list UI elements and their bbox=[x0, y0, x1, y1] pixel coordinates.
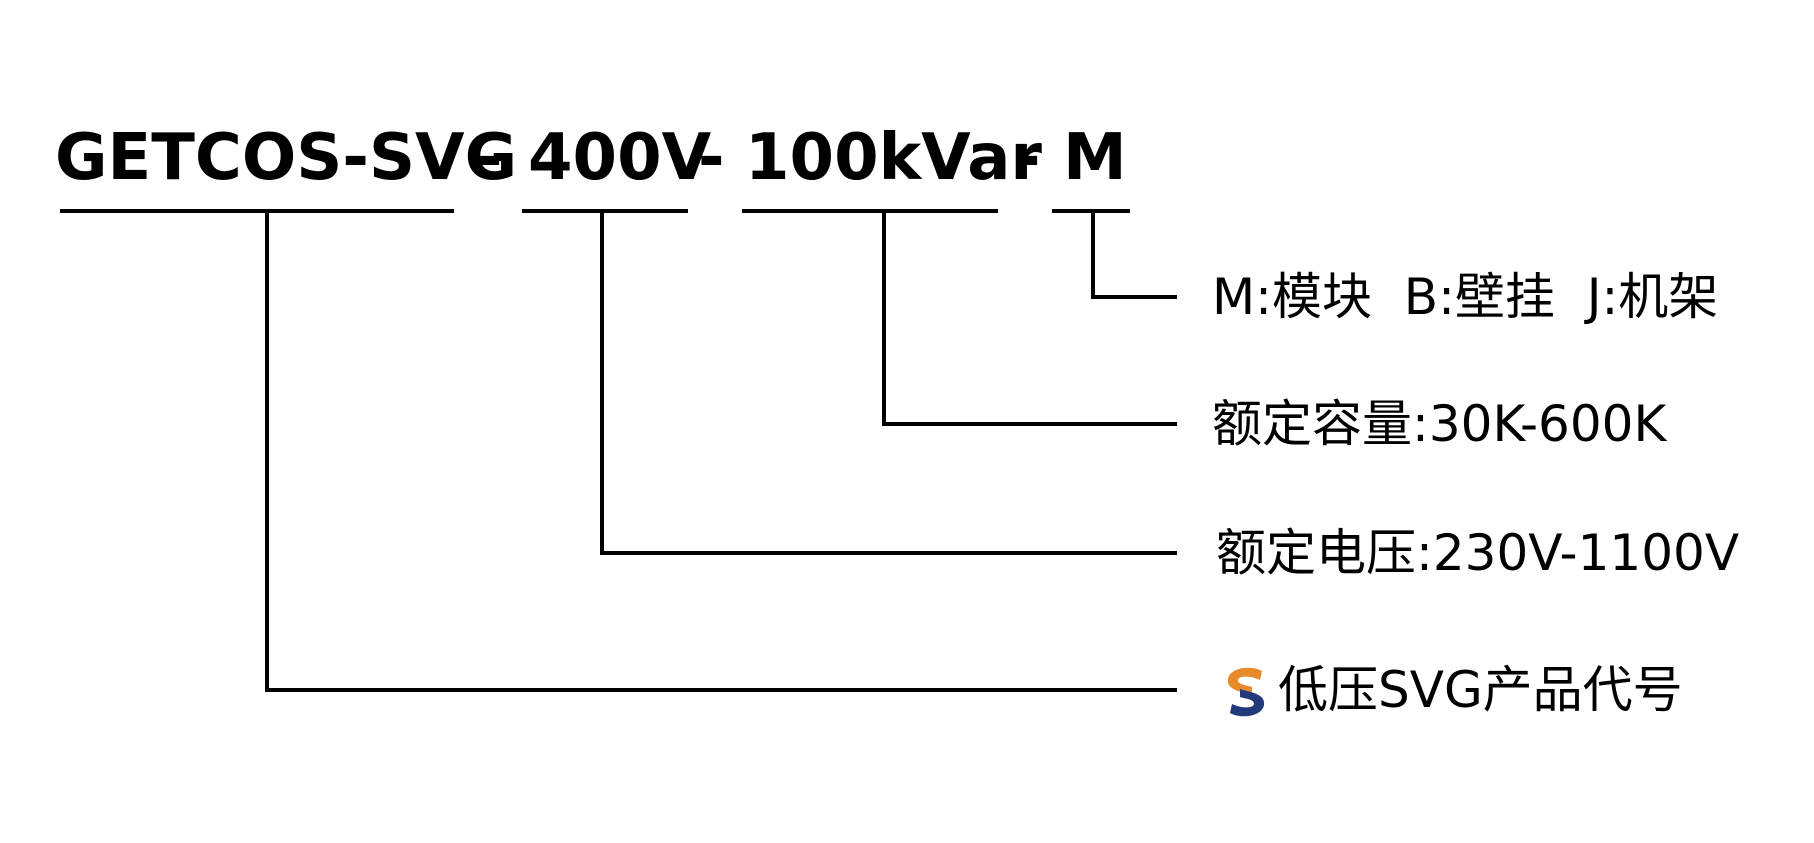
leader-series bbox=[265, 209, 1177, 692]
code-capacity: 100kVar bbox=[745, 121, 1042, 195]
code-mounting: M bbox=[1063, 121, 1127, 195]
label-capacity: 额定容量:30K-600K bbox=[1212, 395, 1667, 453]
label-mounting: M:模块 B:壁挂 J:机架 bbox=[1212, 268, 1719, 326]
leader-voltage bbox=[600, 209, 1177, 555]
leader-mounting bbox=[1091, 209, 1177, 299]
label-series: 低压SVG产品代号 bbox=[1278, 661, 1683, 719]
company-logo-icon bbox=[1227, 667, 1265, 717]
code-separator-3: - bbox=[1014, 121, 1041, 195]
code-separator-1: - bbox=[476, 121, 503, 195]
label-voltage: 额定电压:230V-1100V bbox=[1216, 524, 1740, 582]
code-separator-2: - bbox=[698, 121, 725, 195]
code-series: GETCOS-SVG bbox=[55, 121, 518, 195]
code-voltage: 400V bbox=[528, 121, 712, 195]
leader-capacity bbox=[882, 209, 1177, 426]
